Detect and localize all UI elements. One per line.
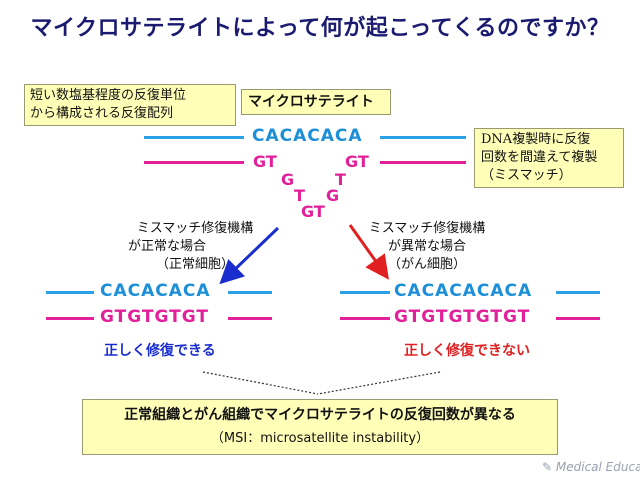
- left-arrow: [219, 226, 280, 285]
- repeat-definition-note: 短い数塩基程度の反復単位 から構成される反復配列: [24, 84, 236, 126]
- logo-icon: ✎: [542, 460, 553, 474]
- conclusion-line1: 正常組織とがん組織でマイクロサテライトの反復回数が異なる: [124, 407, 516, 423]
- note-right-line3: （ミスマッチ）: [481, 168, 572, 183]
- dotted-line-left: [202, 371, 319, 395]
- loop-letter-7: GT: [301, 202, 325, 221]
- right-result: 正しく修復できない: [404, 343, 530, 359]
- loop-letter-2: GT: [345, 152, 369, 171]
- bottom-strand-line-right: [380, 161, 466, 164]
- top-strand-line-left: [144, 136, 244, 139]
- top-strand-sequence: CACACACA: [252, 126, 363, 146]
- dotted-line-right: [317, 371, 441, 395]
- conclusion-box: 正常組織とがん組織でマイクロサテライトの反復回数が異なる （MSI：micros…: [82, 399, 558, 455]
- note-right-line1-rest: 複製時に反復: [512, 132, 591, 147]
- left-top-sequence: CACACACA: [100, 281, 211, 301]
- left-result: 正しく修復できる: [104, 343, 216, 359]
- left-top-line-right: [228, 291, 272, 294]
- right-top-sequence: CACACACACA: [394, 281, 533, 301]
- left-top-line-left: [46, 291, 94, 294]
- left-bottom-line-right: [228, 317, 272, 320]
- loop-letter-3: G: [281, 170, 295, 189]
- note-right-line1: DNA複製時に反復: [481, 131, 617, 149]
- right-bottom-line-left: [340, 317, 390, 320]
- bottom-strand-line-left: [144, 161, 244, 164]
- right-arrow: [348, 224, 389, 280]
- right-caption-line2: が異常な場合: [387, 239, 466, 254]
- left-bottom-line-left: [46, 317, 94, 320]
- note-left-line2: から構成される反復配列: [30, 106, 174, 121]
- left-caption-line3: （正常細胞）: [155, 257, 234, 272]
- top-strand-line-right: [380, 136, 466, 139]
- left-caption-line2: が正常な場合: [128, 239, 207, 254]
- note-right-line2: 回数を間違えて複製: [481, 150, 598, 165]
- loop-letter-1: GT: [253, 152, 277, 171]
- right-top-line-left: [340, 291, 390, 294]
- loop-letter-6: G: [326, 186, 340, 205]
- right-bottom-line-right: [556, 317, 600, 320]
- conclusion-line2: （MSI：microsatellite instability）: [210, 431, 430, 446]
- logo-text: Medical Education: [555, 460, 640, 474]
- loop-letter-5: T: [294, 186, 305, 205]
- loop-letter-4: T: [335, 170, 346, 189]
- note-right-dna: DNA: [481, 132, 513, 147]
- left-caption-line1: ミスマッチ修復機構: [136, 221, 254, 236]
- mismatch-note: DNA複製時に反復 回数を間違えて複製 （ミスマッチ）: [474, 128, 624, 188]
- right-caption-line3: （がん細胞）: [387, 257, 466, 272]
- slide-title: マイクロサテライトによって何が起こってくるのですか？: [30, 16, 610, 41]
- right-branch-caption: ミスマッチ修復機構 が異常な場合 （がん細胞）: [352, 220, 502, 274]
- right-bottom-sequence: GTGTGTGTGT: [394, 307, 531, 327]
- right-caption-line1: ミスマッチ修復機構: [368, 221, 486, 236]
- microsatellite-label: マイクロサテライト: [241, 89, 391, 115]
- left-branch-caption: ミスマッチ修復機構 が正常な場合 （正常細胞）: [120, 220, 270, 274]
- medical-education-logo: ✎ Medical Education: [542, 460, 640, 474]
- left-bottom-sequence: GTGTGTGT: [100, 307, 210, 327]
- right-top-line-right: [556, 291, 600, 294]
- note-left-line1: 短い数塩基程度の反復単位: [30, 88, 187, 103]
